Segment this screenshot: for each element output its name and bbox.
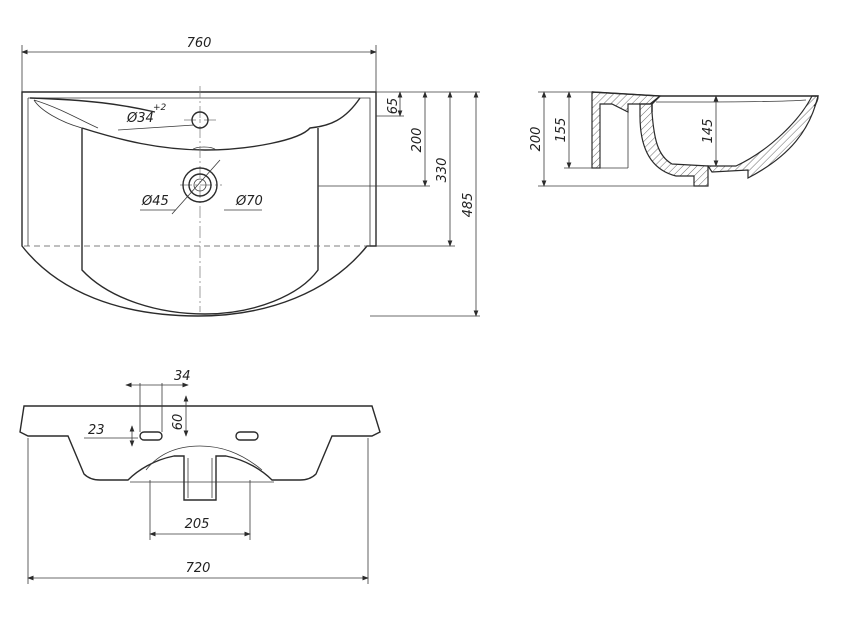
drain-outer [182,167,218,203]
side-dim-200: 200 [529,127,544,152]
dim-width-720: 720 [186,561,211,576]
dim-drain-width: 205 [185,517,210,532]
dim-485: 485 [461,193,476,218]
side-dim-155: 155 [554,118,569,143]
dim-65: 65 [386,98,401,115]
dim-width-760: 760 [187,36,212,51]
dim-slot-offset: 23 [88,423,105,438]
side-section-view: 200 155 145 [529,91,819,187]
basin-outline [21,91,377,317]
dim-drain-outer: Ø70 [235,194,263,209]
front-outline [19,405,381,501]
basin-rim [27,97,371,246]
back-ledge [29,97,361,151]
dim-tap-tolerance: +2 [153,103,167,113]
dim-drain-inner: Ø45 [141,194,169,209]
dim-tap-hole: Ø34 [126,111,154,126]
bowl-inner [81,128,319,315]
overflow-slot-left [139,431,163,441]
side-dim-145: 145 [701,119,716,144]
tap-hole [191,111,209,129]
top-view: 760 Ø34 +2 Ø45 Ø70 65 200 330 485 [21,36,480,317]
dim-slot-height: 60 [171,414,186,431]
leader-tap [117,124,195,131]
dim-slot-spacing: 34 [174,369,191,384]
drain-inner [188,173,212,197]
dim-330: 330 [435,158,450,183]
front-view: 34 60 23 205 720 [19,369,381,584]
dim-200: 200 [410,128,425,153]
overflow-slot-right [235,431,259,441]
